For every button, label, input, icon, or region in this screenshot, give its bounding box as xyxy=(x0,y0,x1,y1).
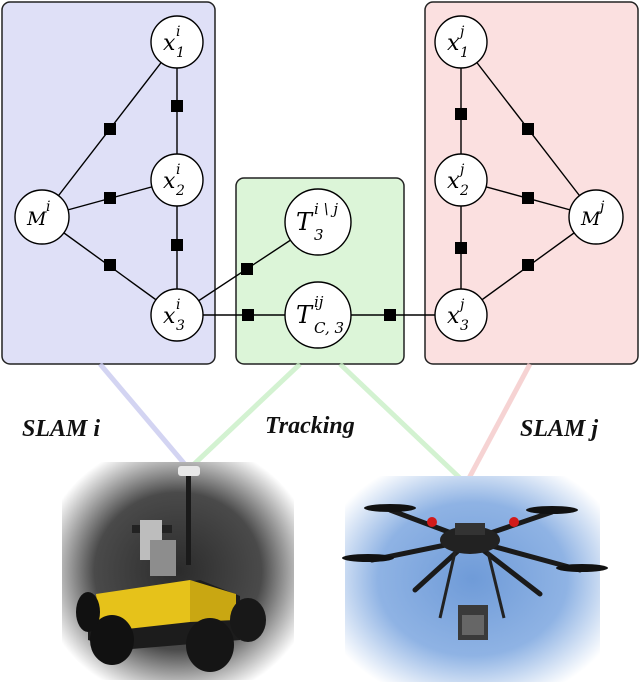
node-label-base: x xyxy=(447,304,460,329)
beam-slam-j-to-drone xyxy=(465,362,533,482)
node-circle xyxy=(150,15,204,69)
node-circle xyxy=(568,189,624,245)
node-label-subscript: 2 xyxy=(459,183,469,199)
factor-square xyxy=(522,259,534,271)
tracking-label: Tracking xyxy=(265,413,355,439)
factor-square xyxy=(522,192,534,204)
node-label-superscript: i xyxy=(176,297,180,313)
hexacopter-drone-photo xyxy=(342,476,608,682)
node-m-i: Mi xyxy=(14,189,70,245)
slam-j-label: SLAM j xyxy=(520,416,598,442)
node-circle xyxy=(434,288,488,342)
tracking-panel xyxy=(235,177,405,365)
node-circle xyxy=(14,189,70,245)
node-circle xyxy=(150,153,204,207)
beam-slam-i-to-robot xyxy=(98,362,190,470)
node-circle xyxy=(434,153,488,207)
node-label-subscript: 3 xyxy=(460,318,469,334)
node-label-superscript: j xyxy=(457,297,465,313)
node-label-subscript: 1 xyxy=(176,45,185,61)
node-circle xyxy=(150,288,204,342)
node-label-base: x xyxy=(163,169,176,194)
node-label-base: x xyxy=(163,304,176,329)
node-label-superscript: i xyxy=(176,162,180,178)
node-label-subscript: C, 3 xyxy=(314,319,344,337)
beam-tracking-to-drone xyxy=(338,362,464,482)
factor-square xyxy=(455,108,467,120)
slam-i-panel xyxy=(1,1,216,365)
node-label-superscript: i \ j xyxy=(314,200,338,218)
factor-square xyxy=(171,100,183,112)
slam-j-panel xyxy=(424,1,639,365)
factor-square xyxy=(104,123,116,135)
node-label-subscript: 2 xyxy=(175,183,185,199)
node-label-superscript: j xyxy=(457,24,465,40)
beam-tracking-to-robot xyxy=(188,362,302,470)
node-label-base: T xyxy=(296,301,314,329)
node-circle xyxy=(434,15,488,69)
node-label-superscript: j xyxy=(597,199,605,215)
node-label-base: x xyxy=(447,169,460,194)
node-label-subscript: 3 xyxy=(176,318,185,334)
factor-squares xyxy=(104,100,534,321)
node-label-superscript: i xyxy=(176,24,180,40)
node-label-superscript: i xyxy=(46,199,50,215)
node-label-base: M xyxy=(26,208,47,230)
factor-square xyxy=(104,192,116,204)
factor-square xyxy=(455,242,467,254)
node-label-base: M xyxy=(580,208,601,230)
factor-square xyxy=(171,239,183,251)
node-label-superscript: j xyxy=(457,162,465,178)
node-circle xyxy=(284,188,352,256)
slam-i-label: SLAM i xyxy=(22,416,100,442)
node-label-superscript: ij xyxy=(314,293,324,311)
factor-square xyxy=(104,259,116,271)
factor-square xyxy=(522,123,534,135)
factor-square xyxy=(384,309,396,321)
factor-square xyxy=(242,309,254,321)
node-label-base: x xyxy=(163,31,176,56)
node-label-subscript: 3 xyxy=(314,226,324,244)
factor-square xyxy=(241,263,253,275)
node-circle xyxy=(284,281,352,349)
node-label-base: x xyxy=(447,31,460,56)
node-m-j: Mj xyxy=(568,189,624,245)
ground-robot-photo xyxy=(62,462,294,680)
node-label-base: T xyxy=(296,208,314,236)
node-label-subscript: 1 xyxy=(460,45,469,61)
